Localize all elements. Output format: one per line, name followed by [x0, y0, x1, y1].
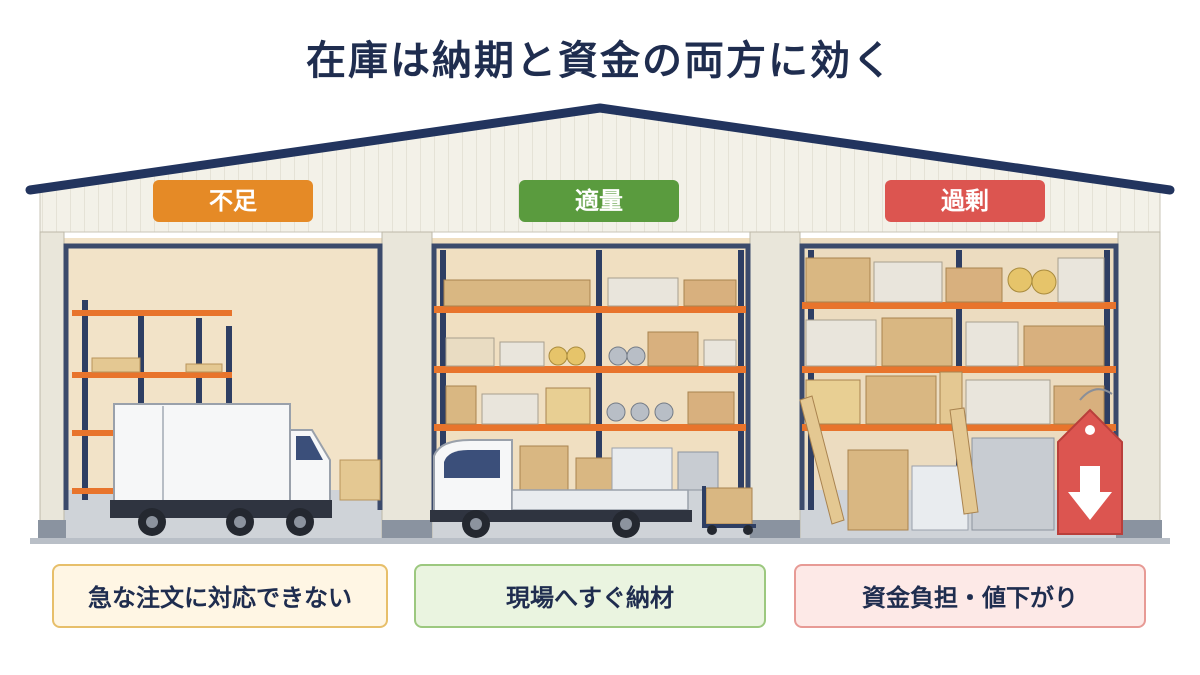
optimal-shelf: [434, 250, 746, 500]
warehouse-pillars: [39, 231, 1161, 539]
pillar-bases: [38, 520, 1162, 538]
flatbed-truck: [430, 439, 692, 538]
caption-optimal: 現場へすぐ納材: [414, 564, 766, 628]
bay-label-shortage: 不足: [153, 180, 313, 222]
caption-shortage: 急な注文に対応できない: [52, 564, 388, 628]
caption-excess: 資金負担・値下がり: [794, 564, 1146, 628]
price-tag: [1057, 388, 1123, 535]
down-arrow-icon: [1068, 466, 1112, 520]
hand-cart: [702, 486, 756, 535]
box-truck: [110, 403, 332, 536]
bay-label-optimal: 適量: [519, 180, 679, 222]
warehouse-roof: [25, 103, 1175, 233]
bay-label-excess: 過剰: [885, 180, 1045, 222]
excess-shelf: [799, 250, 1116, 531]
door-frames: [63, 243, 1119, 510]
page-title: 在庫は納期と資金の両方に効く: [306, 38, 894, 84]
floor-line: [30, 538, 1170, 544]
